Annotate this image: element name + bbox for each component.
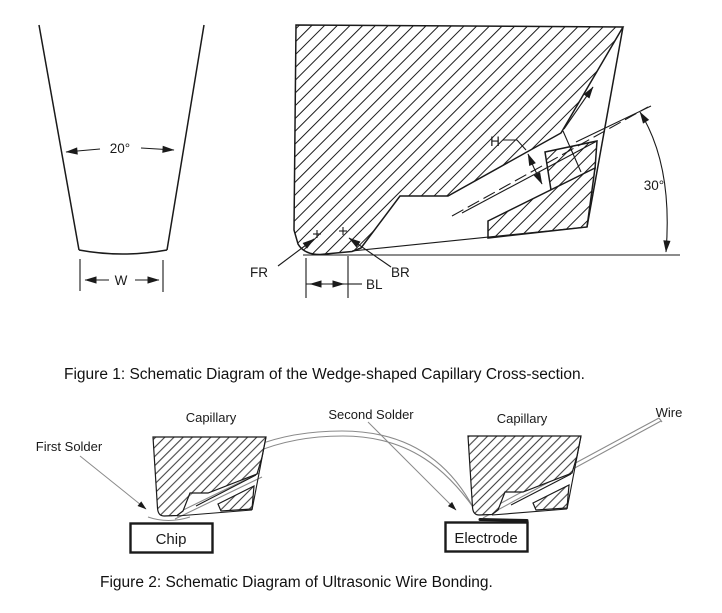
fr-leader xyxy=(277,238,315,267)
first-solder-label: First Solder xyxy=(36,439,103,454)
second-bond-foot xyxy=(478,518,529,522)
hole-centerline xyxy=(451,106,649,217)
left-capillary-hole-lower-edge xyxy=(195,474,257,507)
hole-lower-edge xyxy=(461,140,598,214)
right-capillary-heel-block xyxy=(532,483,570,511)
electrode-label: Electrode xyxy=(454,530,517,547)
wire-label: Wire xyxy=(656,405,683,420)
br-leader xyxy=(348,237,392,268)
br-center-mark xyxy=(339,227,347,235)
capillary-body-section xyxy=(293,24,625,256)
chip-box xyxy=(129,522,214,554)
feed-angle-arc xyxy=(639,111,671,253)
figure1-capillary-cross-section: H 30° FR BR BL xyxy=(250,24,680,298)
heel-line xyxy=(351,226,588,252)
taper-dim-line-right xyxy=(140,145,175,153)
chip-label: Chip xyxy=(156,531,187,548)
left-feed-wire-2 xyxy=(174,476,263,520)
h-dim-arrow-upper xyxy=(527,153,536,169)
back-radius-label: BR xyxy=(391,265,410,280)
back-face-edge xyxy=(586,26,624,228)
first-solder-leader xyxy=(79,455,147,510)
feed-angle-label: 30° xyxy=(644,178,664,193)
tip-width-label: W xyxy=(115,273,128,288)
left-feed-wire-1 xyxy=(170,472,260,517)
h-leader xyxy=(503,139,527,151)
figure2-wire-bonding: First Solder Capillary Second Solder Cap… xyxy=(36,405,683,554)
hole-height-label: H xyxy=(490,134,500,149)
taper-dim-line-left xyxy=(65,147,101,155)
left-capillary-back-edge xyxy=(251,436,267,511)
right-capillary-body xyxy=(467,435,582,516)
right-capillary-heel-line xyxy=(491,508,568,516)
second-solder-leader xyxy=(367,421,457,511)
hole-cross-tick xyxy=(562,130,582,173)
feed-direction-arrow xyxy=(563,86,594,130)
wedge-right-flank-line xyxy=(166,24,205,251)
taper-angle-label: 20° xyxy=(110,141,130,156)
right-capillary-back-edge xyxy=(566,435,582,510)
h-dim-arrow-lower xyxy=(533,167,543,185)
capillary-right-label: Capillary xyxy=(497,411,548,426)
feed-angle-ref-line xyxy=(575,105,652,143)
wire-tail-end-cap xyxy=(658,417,663,423)
left-capillary-body xyxy=(152,436,267,517)
wedge-bottom-edge xyxy=(78,249,168,255)
bond-length-label: BL xyxy=(366,277,383,292)
wedge-left-flank-line xyxy=(38,24,80,251)
right-capillary-hole-lower-edge xyxy=(510,473,572,506)
second-solder-label: Second Solder xyxy=(328,407,414,422)
figure1-wedge-front-view: 20° W xyxy=(38,24,205,292)
capillary-left-label: Capillary xyxy=(186,410,237,425)
front-radius-label: FR xyxy=(250,265,268,280)
left-capillary-heel-line xyxy=(176,509,253,517)
electrode-box xyxy=(444,521,529,553)
figure1-caption: Figure 1: Schematic Diagram of the Wedge… xyxy=(64,366,585,383)
first-bond-foot xyxy=(147,516,191,522)
figure2-caption: Figure 2: Schematic Diagram of Ultrasoni… xyxy=(100,574,493,591)
fr-center-mark xyxy=(313,230,321,238)
